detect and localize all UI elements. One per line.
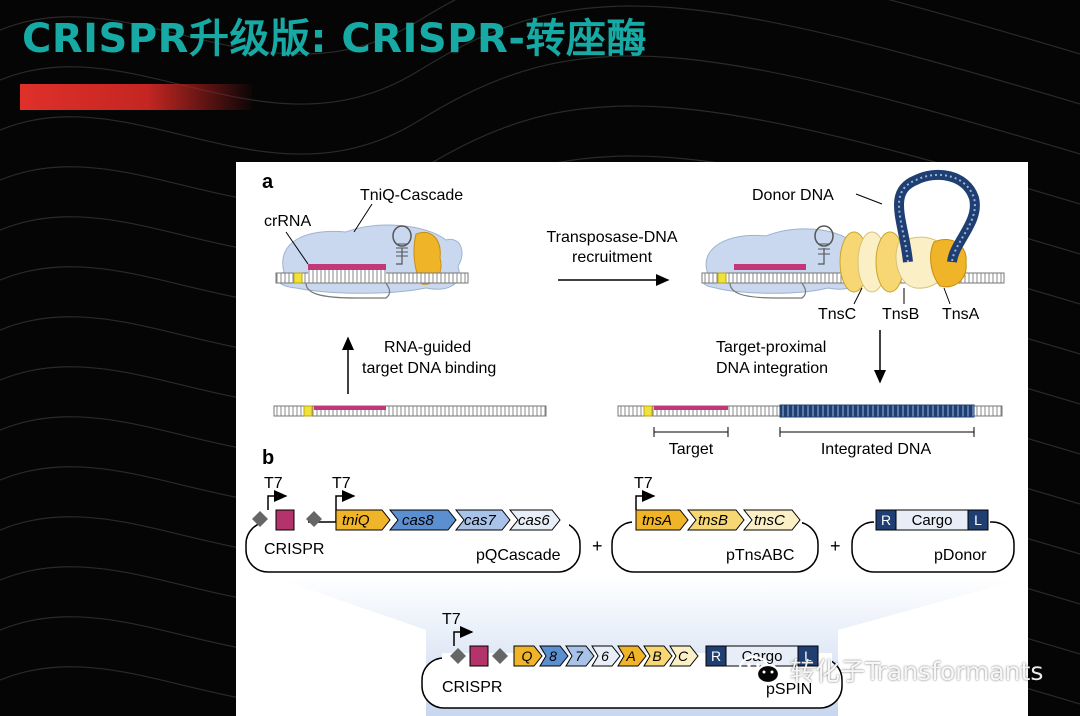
panel-b-label: b	[262, 447, 274, 469]
pdonor-plasmid	[851, 509, 1015, 573]
transposase-complex	[701, 169, 1005, 299]
pspin-label: pSPIN	[766, 681, 812, 698]
pspin-cargo: Cargo	[742, 648, 783, 665]
integration-label-2: DNA integration	[716, 360, 828, 377]
wechat-icon	[738, 655, 781, 685]
tnsa-label: TnsA	[942, 306, 980, 323]
tnsb-label: TnsB	[882, 306, 919, 323]
gene-tnsa: tnsA	[642, 512, 672, 529]
pspin-gene-6-label: 6	[601, 648, 609, 664]
recruitment-label-2: recruitment	[572, 249, 653, 266]
pspin-gene-q-label: Q	[522, 648, 533, 664]
gene-tnsb: tnsB	[698, 512, 728, 529]
pspin-r: R	[711, 648, 721, 664]
crrna-label: crRNA	[264, 213, 311, 230]
tnsc-label: TnsC	[818, 306, 856, 323]
pdonor-r: R	[881, 512, 891, 528]
pspin-gene-7-arrow	[565, 645, 595, 667]
pspin-gene-8-arrow	[539, 645, 569, 667]
binding-label-1: RNA-guided	[384, 339, 471, 356]
target-dna-unbound	[273, 405, 547, 417]
gene-cas6: cas6	[518, 512, 550, 529]
recruitment-label-1: Transposase-DNA	[546, 229, 677, 246]
tniq-cascade-label: TniQ-Cascade	[360, 187, 463, 204]
pspin-gene-a-label: A	[625, 648, 635, 664]
gene-tniq: tniQ	[342, 512, 370, 529]
plus-sign-2: +	[830, 536, 841, 556]
donor-dna-leader	[855, 193, 883, 205]
pspin-gene-q-arrow	[513, 645, 543, 667]
watermark: 转化子Transformants	[738, 652, 1043, 688]
pqcascade-plasmid	[245, 490, 581, 573]
pspin-gene-8-label: 8	[549, 648, 557, 664]
crispr-transposase-figure: a TniQ-Cascade crRNA Transposase-DNA rec…	[245, 169, 1026, 716]
pdonor-l: L	[974, 512, 982, 528]
t7-label-3: T7	[634, 475, 653, 492]
t7-label-4: T7	[442, 611, 461, 628]
crrna-strand	[308, 264, 386, 270]
tniq-cascade-leader	[353, 203, 373, 233]
title-accent-bar	[20, 84, 252, 110]
tniq-cascade-complex	[275, 224, 469, 299]
t7-label-2: T7	[332, 475, 351, 492]
pam-site	[293, 272, 303, 284]
panel-a-label: a	[262, 171, 274, 193]
integrated-dna-label: Integrated DNA	[821, 441, 932, 458]
pspin-gene-7-label: 7	[575, 648, 584, 664]
pspin-gene-a-arrow	[617, 645, 647, 667]
crispr-label-2: CRISPR	[442, 679, 502, 696]
target-label: Target	[669, 441, 714, 458]
binding-label-2: target DNA binding	[362, 360, 496, 377]
integrated-dna-product	[617, 404, 1003, 418]
gene-cas8: cas8	[402, 512, 434, 529]
ptnsabc-plasmid	[611, 490, 819, 573]
plus-sign-1: +	[592, 536, 603, 556]
gene-tnsc: tnsC	[754, 512, 785, 529]
pqcascade-label: pQCascade	[476, 547, 561, 564]
integration-label-1: Target-proximal	[716, 339, 826, 356]
slide-title: CRISPR升级版: CRISPR-转座酶	[22, 16, 647, 62]
pspin-l: L	[804, 648, 812, 664]
gene-cas7: cas7	[464, 512, 496, 529]
donor-dna-label: Donor DNA	[752, 187, 834, 204]
watermark-text: 转化子Transformants	[790, 657, 1044, 686]
t7-label-1: T7	[264, 475, 283, 492]
ptnsabc-label: pTnsABC	[726, 547, 794, 564]
pspin-gene-6-arrow	[591, 645, 621, 667]
pdonor-label: pDonor	[934, 547, 987, 564]
pspin-gene-b-arrow	[643, 645, 673, 667]
figure-panel: a TniQ-Cascade crRNA Transposase-DNA rec…	[236, 162, 1028, 716]
pspin-gene-c-arrow	[669, 645, 699, 667]
crispr-label-1: CRISPR	[264, 541, 324, 558]
pdonor-cargo: Cargo	[912, 512, 953, 529]
crrna-leader	[285, 231, 309, 265]
pspin-gene-c-label: C	[678, 648, 689, 664]
pspin-gene-b-label: B	[652, 648, 661, 664]
